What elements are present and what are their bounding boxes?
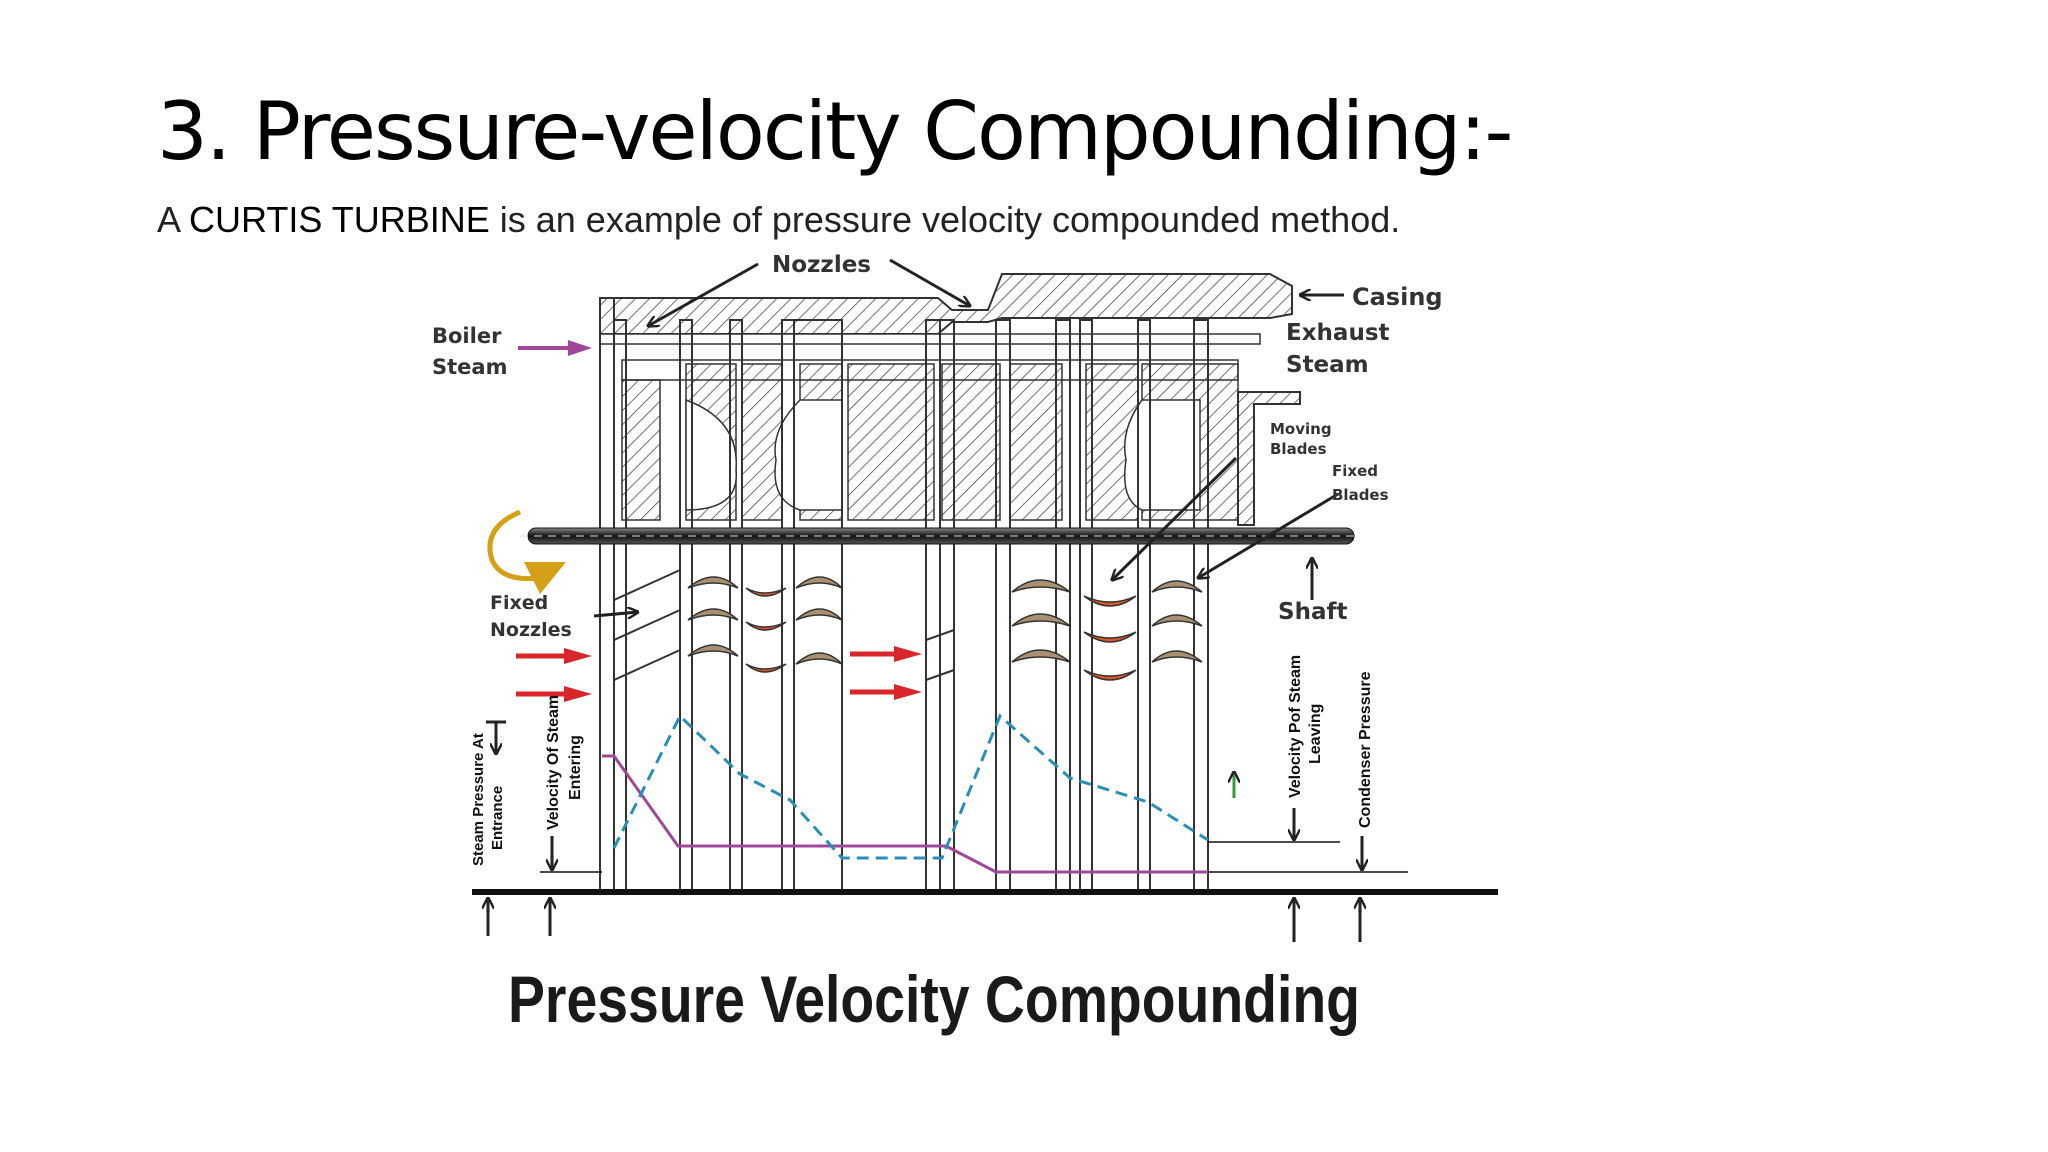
fixed-blades-arrow-icon: [1198, 492, 1339, 578]
shaft: [520, 527, 1360, 545]
blade-row-4: [1011, 579, 1071, 663]
blade-row-3: [795, 576, 843, 665]
blade-profiles: [687, 576, 1203, 681]
red-flow-arrow-icon: [516, 686, 592, 702]
baseline: [472, 841, 1498, 895]
label-condenser-pressure: Condenser Pressure: [1357, 671, 1374, 828]
label-fixed-nozzle: Fixed: [490, 592, 548, 614]
boiler-steam-arrow-icon: [518, 340, 592, 356]
pressure-line: [602, 754, 1208, 874]
blade-row-5: [1083, 595, 1137, 681]
label-velocity-entering-line2: Entering: [567, 735, 584, 800]
subtitle-highlight: CURTIS TURBINE: [189, 199, 490, 240]
label-exhaust: Exhaust: [1286, 320, 1390, 346]
nozzles-arrow-icon: [648, 262, 759, 326]
slide-title: 3. Pressure-velocity Compounding:-: [157, 85, 1513, 178]
blade-row-6: [1151, 580, 1203, 663]
label-blades-fixed: Blades: [1332, 486, 1389, 504]
annotation-arrows: [486, 258, 1362, 942]
label-steam-boiler: Steam: [432, 355, 507, 379]
velocity-line: [612, 713, 1209, 860]
label-steam-pressure-line1: Steam Pressure At: [470, 733, 487, 866]
blade-row-2: [745, 587, 787, 673]
slide-subtitle: A CURTIS TURBINE is an example of pressu…: [157, 199, 1400, 241]
nozzles-arrow-icon: [889, 258, 970, 306]
label-blades-moving: Blades: [1270, 440, 1327, 458]
red-flow-arrow-icon: [850, 684, 922, 700]
label-steam-exhaust: Steam: [1286, 352, 1369, 378]
label-moving: Moving: [1270, 420, 1332, 438]
label-velocity-leaving-line1: Velocity Pof Steam: [1287, 655, 1304, 798]
rotation-arrow-icon: [487, 509, 566, 594]
label-nozzles: Nozzles: [772, 252, 871, 278]
red-flow-arrow-icon: [516, 648, 592, 664]
label-velocity-leaving-line2: Leaving: [1307, 704, 1324, 764]
label-nozzles-fixed: Nozzles: [490, 619, 572, 641]
moving-blades-arrow-icon: [1112, 456, 1238, 580]
label-shaft: Shaft: [1278, 599, 1347, 625]
fixed-nozzles-arrow-icon: [593, 612, 638, 616]
label-velocity-entering-line1: Velocity Of Steam: [545, 695, 562, 830]
subtitle-suffix: is an example of pressure velocity compo…: [489, 199, 1401, 240]
label-fixed: Fixed: [1332, 462, 1378, 480]
label-casing: Casing: [1352, 283, 1443, 311]
blade-row-1: [687, 576, 739, 657]
red-flow-arrow-icon: [850, 646, 922, 662]
diagram-caption: Pressure Velocity Compounding: [508, 962, 1360, 1036]
label-steam-pressure-line2: Entrance: [489, 786, 506, 850]
upper-blade-section: [621, 359, 1239, 521]
label-boiler: Boiler: [432, 324, 502, 348]
steam-flow-arrows: [516, 340, 922, 702]
subtitle-prefix: A: [157, 199, 190, 240]
